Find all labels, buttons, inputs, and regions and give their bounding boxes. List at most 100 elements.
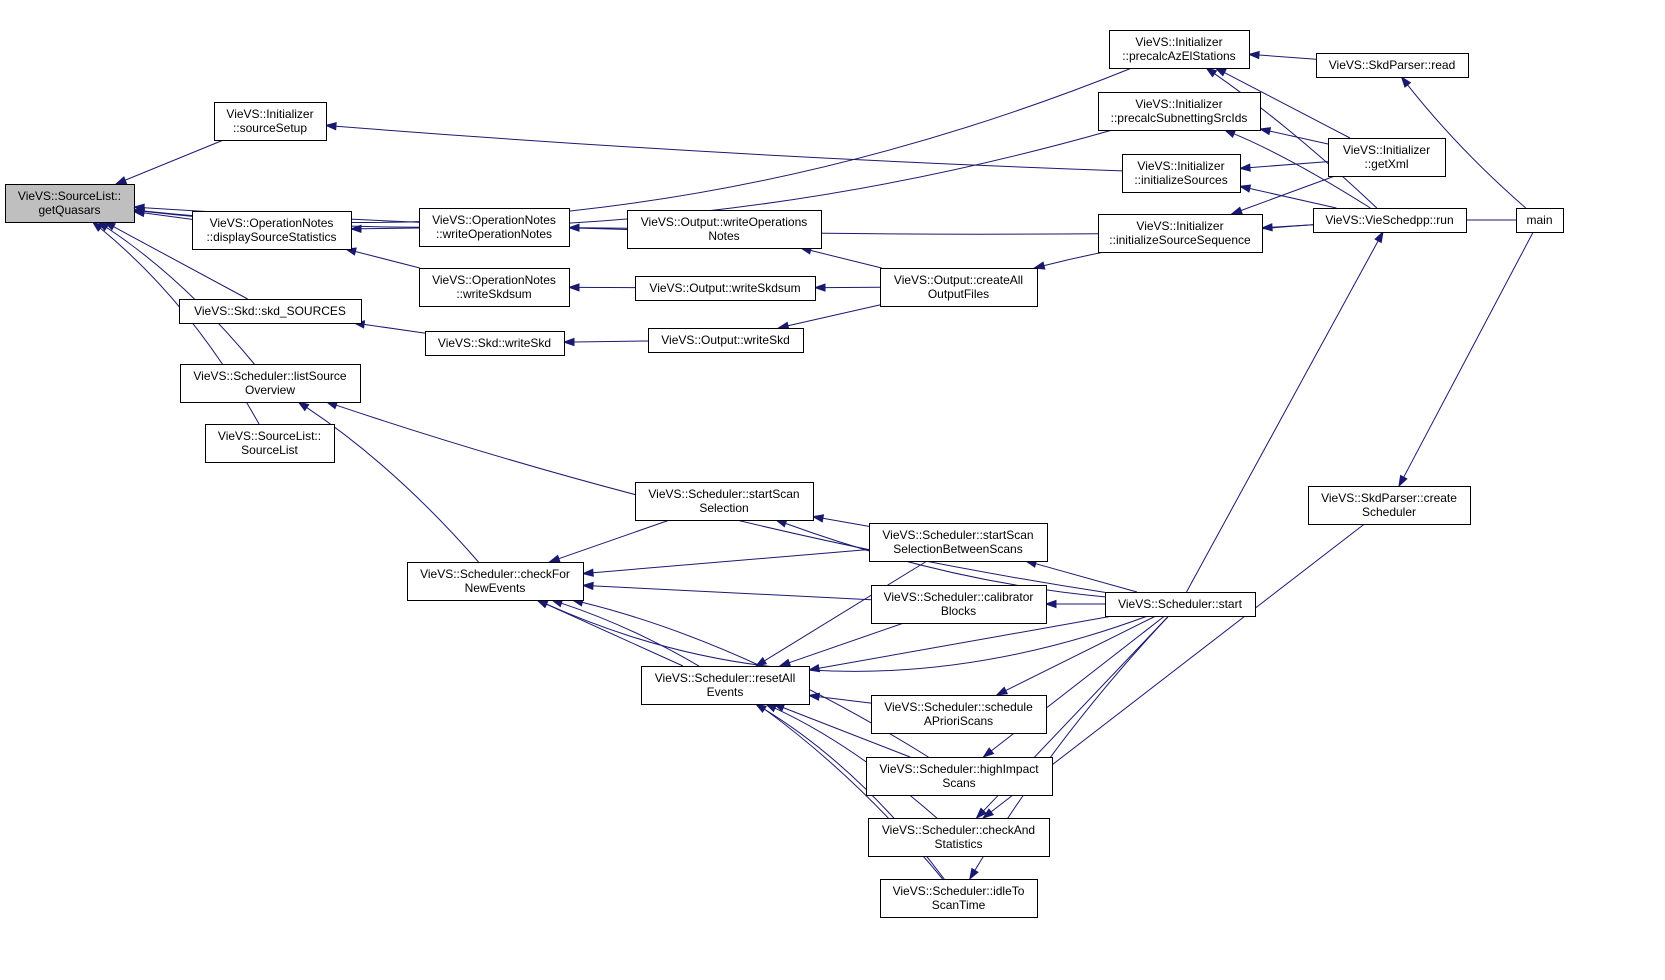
- edge-line: [1035, 563, 1138, 593]
- node-main[interactable]: main: [1516, 208, 1564, 233]
- node-label-line: ::displaySourceStatistics: [206, 230, 336, 244]
- node-get-xml[interactable]: VieVS::Initializer::getXml: [1328, 138, 1446, 177]
- node-start-scan-selection-between[interactable]: VieVS::Scheduler::startScanSelectionBetw…: [869, 523, 1048, 562]
- edge-line: [990, 615, 1165, 752]
- edge-create-all-output-files-to-out-write-skdsum: [813, 283, 881, 292]
- node-box: [1105, 592, 1256, 617]
- arrowhead: [811, 514, 825, 523]
- node-label-line: Overview: [245, 383, 295, 397]
- arrowhead: [1374, 230, 1384, 244]
- edge-write-operation-notes-to-display-source-statistics: [349, 224, 420, 233]
- node-label-line: Blocks: [941, 604, 976, 618]
- node-source-list-ctor[interactable]: VieVS::SourceList::SourceList: [205, 424, 335, 463]
- node-label-line: SelectionBetweenScans: [893, 542, 1022, 556]
- node-initialize-source-sequence[interactable]: VieVS::Initializer::initializeSourceSequ…: [1098, 214, 1263, 253]
- edge-main-to-skd-parser-read: [1400, 75, 1527, 209]
- node-label-line: ScanTime: [932, 898, 986, 912]
- node-initialize-sources[interactable]: VieVS::Initializer::initializeSources: [1122, 154, 1241, 193]
- node-label-line: VieVS::Initializer: [1135, 35, 1222, 49]
- node-source-setup[interactable]: VieVS::Initializer::sourceSetup: [214, 102, 327, 141]
- edge-line: [578, 227, 628, 229]
- edge-line: [787, 304, 881, 327]
- node-box: [641, 666, 810, 705]
- edge-line: [143, 67, 1132, 224]
- edge-main-to-create-scheduler: [1398, 231, 1534, 488]
- edge-out-write-skd-to-skd-write-skd: [562, 337, 649, 347]
- node-box: [192, 211, 352, 250]
- arrowhead: [1260, 223, 1273, 232]
- node-out-write-skd[interactable]: VieVS::Output::writeSkd: [648, 328, 804, 353]
- node-write-operation-notes[interactable]: VieVS::OperationNotes::writeOperationNot…: [419, 208, 570, 247]
- arrowhead: [778, 658, 792, 667]
- node-label-line: getQuasars: [38, 203, 100, 217]
- edge-get-xml-to-initialize-source-sequence: [1230, 175, 1336, 215]
- edge-scheduler-start-to-schedule-apriori-scans: [995, 615, 1157, 696]
- node-box: [627, 210, 822, 249]
- node-label-line: VieVS::Output::createAll: [894, 273, 1023, 287]
- edge-out-write-operations-notes-to-write-operation-notes: [567, 223, 628, 232]
- node-label-line: VieVS::Scheduler::calibrator: [884, 590, 1034, 604]
- node-box: [868, 818, 1050, 857]
- node-precalc-subnetting[interactable]: VieVS::Initializer::precalcSubnettingSrc…: [1098, 92, 1261, 131]
- node-write-skdsum-notes[interactable]: VieVS::OperationNotes::writeSkdsum: [419, 268, 570, 307]
- node-scheduler-start[interactable]: VieVS::Scheduler::start: [1105, 592, 1256, 617]
- arrowhead: [1400, 75, 1412, 88]
- node-label-line: VieVS::VieSchedpp::run: [1325, 213, 1453, 227]
- edge-vie-schedpp-run-to-precalc-az-el: [1205, 67, 1378, 209]
- node-label-line: ::writeOperationNotes: [436, 227, 552, 241]
- node-label-line: Events: [707, 685, 744, 699]
- edge-line: [546, 603, 1148, 672]
- edge-scheduler-start-to-vie-schedpp-run: [1186, 230, 1384, 593]
- node-display-source-statistics[interactable]: VieVS::OperationNotes::displaySourceStat…: [192, 211, 352, 250]
- edge-create-all-output-files-to-out-write-operations-notes: [799, 246, 882, 269]
- arrowhead: [581, 568, 594, 577]
- node-label-line: VieVS::Scheduler::checkFor: [420, 567, 570, 581]
- edge-line: [818, 615, 1113, 669]
- node-precalc-az-el[interactable]: VieVS::Initializer::precalcAzElStations: [1109, 30, 1250, 69]
- node-vie-schedpp-run[interactable]: VieVS::VieSchedpp::run: [1313, 208, 1467, 233]
- node-label-line: VieVS::Scheduler::schedule: [884, 700, 1033, 714]
- arrowhead: [324, 122, 337, 131]
- edge-line: [822, 517, 870, 527]
- edge-start-scan-selection-between-to-start-scan-selection: [811, 514, 870, 527]
- edge-line: [818, 696, 872, 704]
- node-skd-parser-read[interactable]: VieVS::SkdParser::read: [1316, 53, 1469, 78]
- edge-line: [306, 407, 479, 563]
- node-label-line: VieVS::Scheduler::start: [1118, 597, 1243, 611]
- edge-line: [106, 227, 255, 365]
- arrowhead: [1223, 129, 1237, 138]
- edge-write-skdsum-notes-to-display-source-statistics: [344, 247, 420, 269]
- node-skd-write-skd[interactable]: VieVS::Skd::writeSkd: [425, 331, 565, 356]
- node-label-line: main: [1526, 213, 1552, 227]
- edge-line: [764, 560, 928, 662]
- arrowhead: [774, 519, 788, 528]
- edge-line: [1269, 130, 1329, 145]
- node-box: [419, 208, 570, 247]
- node-skd-sources[interactable]: VieVS::Skd::skd_SOURCES: [179, 299, 362, 324]
- node-box: [869, 523, 1048, 562]
- node-box: [648, 328, 804, 353]
- node-label-line: VieVS::OperationNotes: [432, 213, 556, 227]
- node-out-write-skdsum[interactable]: VieVS::Output::writeSkdsum: [635, 276, 816, 301]
- node-label-line: VieVS::Scheduler::checkAnd: [882, 823, 1035, 837]
- node-label-line: Scheduler: [1362, 505, 1416, 519]
- edge-line: [355, 251, 420, 269]
- node-label-line: VieVS::Scheduler::startScan: [648, 487, 799, 501]
- node-label-line: Statistics: [934, 837, 982, 851]
- arrowhead: [813, 283, 826, 292]
- node-box: [425, 331, 565, 356]
- node-box: [635, 276, 816, 301]
- edge-start-scan-selection-to-check-for-new-events: [547, 519, 670, 563]
